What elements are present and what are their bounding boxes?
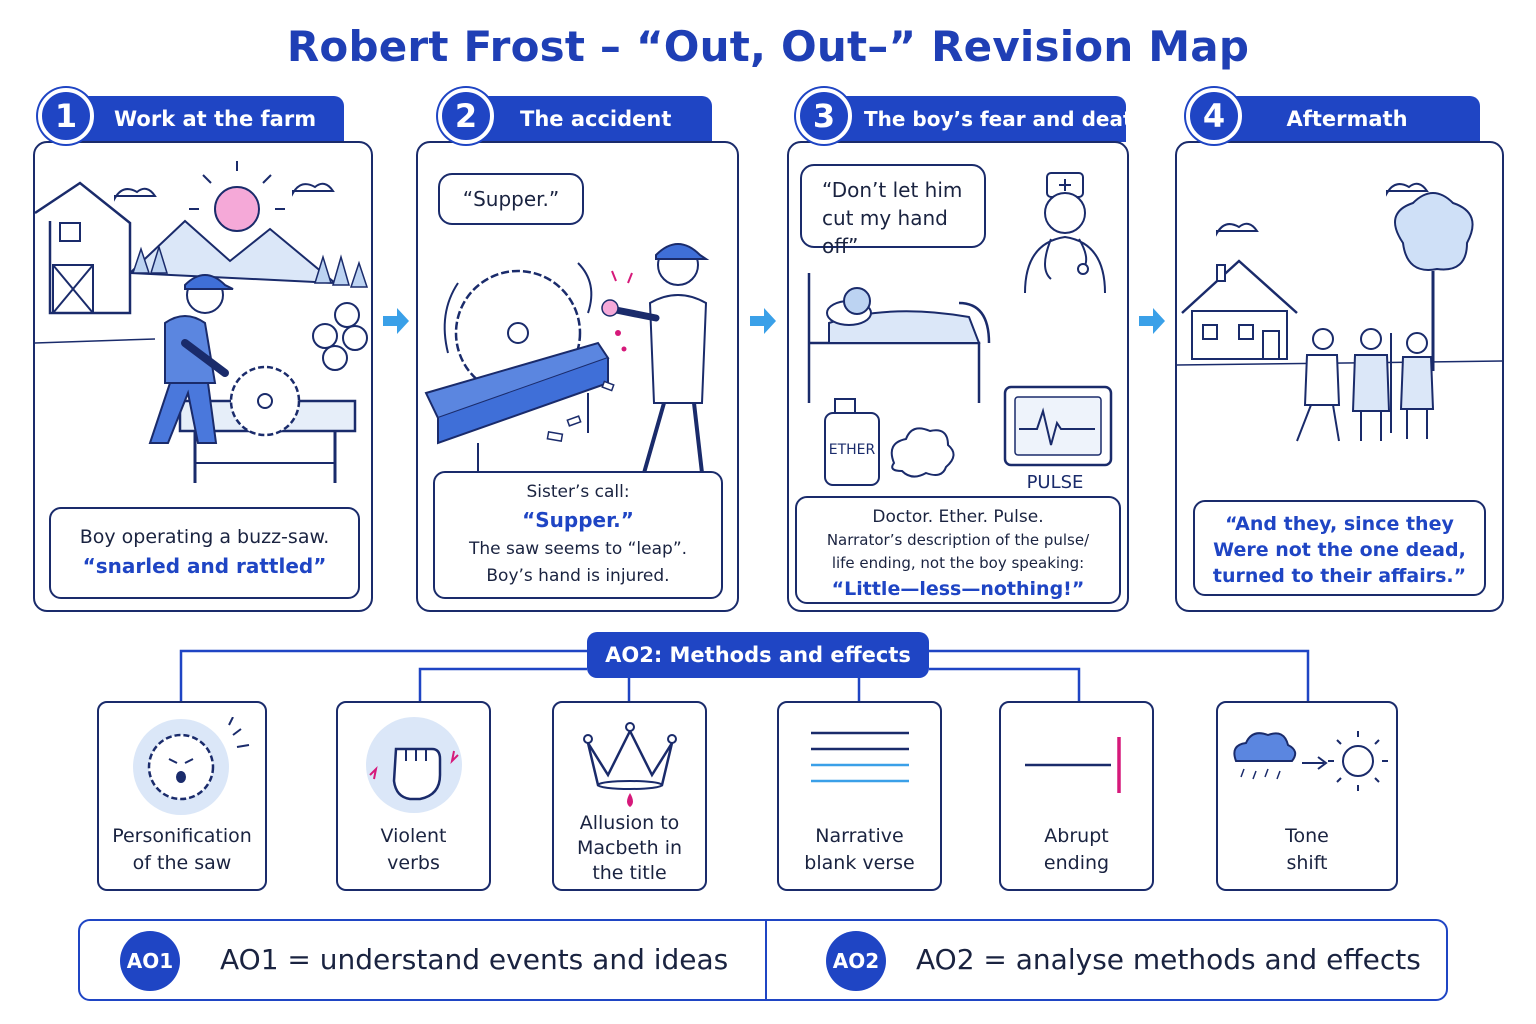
flow-arrow-icon <box>1139 308 1165 334</box>
method-5-line2: ending <box>1043 852 1110 874</box>
line-stop-icon <box>1025 737 1121 793</box>
ao1-definition: AO1 = understand events and ideas <box>220 943 729 976</box>
step-4-quote-line1: “And they, since they <box>1225 513 1454 535</box>
step-1-panel: Boy operating a buzz-saw. “snarled and r… <box>33 141 373 612</box>
step-3-number: 3 <box>796 88 852 144</box>
step-3-caption: Doctor. Ether. Pulse. Narrator’s descrip… <box>795 496 1121 604</box>
step-2-panel: “Supper.” Sister’s call: “Supper.” The s… <box>416 141 739 612</box>
step-3-heading: The boy’s fear and death <box>864 107 1147 131</box>
page-title: Robert Frost – “Out, Out–” Revision Map <box>286 22 1250 71</box>
step-4-heading-tab: Aftermath <box>1214 96 1480 142</box>
step-1-caption-quote: “snarled and rattled” <box>82 554 327 578</box>
step-3-caption-line1: Doctor. Ether. Pulse. <box>872 507 1044 527</box>
method-3-line3: the title <box>592 862 667 884</box>
method-violent-verbs: Violent verbs <box>336 701 491 891</box>
step-1-number: 1 <box>38 88 94 144</box>
method-4-line2: blank verse <box>804 852 915 874</box>
accident-scene-illustration <box>424 243 710 483</box>
step-4-heading: Aftermath <box>1286 107 1408 131</box>
hospital-scene-illustration: ETHER PULSE <box>807 172 1113 493</box>
step-2-speech-bubble: “Supper.” <box>438 173 584 225</box>
step-3-speech-bubble: “Don’t let him cut my hand off” <box>800 164 986 258</box>
method-2-line1: Violent <box>380 825 447 847</box>
method-abrupt-ending: Abrupt ending <box>999 701 1154 891</box>
step-4-caption: “And they, since they Were not the one d… <box>1193 500 1486 596</box>
assessment-legend: AO1 AO1 = understand events and ideas AO… <box>78 919 1448 1001</box>
method-tone-shift: Tone shift <box>1216 701 1398 891</box>
fist-icon <box>366 717 462 813</box>
method-personification: Personification of the saw <box>97 701 267 891</box>
ao1-badge: AO1 <box>120 931 180 991</box>
method-6-line1: Tone <box>1285 825 1329 847</box>
farm-scene-illustration <box>35 161 369 483</box>
step-2-number: 2 <box>438 88 494 144</box>
flow-arrow-icon <box>383 308 409 334</box>
step-3-bubble-line2: cut my hand off” <box>822 206 948 258</box>
step-1-caption-text: Boy operating a buzz-saw. <box>79 526 330 548</box>
method-1-line1: Personification <box>112 825 252 847</box>
step-1-heading-tab: Work at the farm <box>70 96 344 142</box>
method-blank-verse: Narrative blank verse <box>777 701 942 891</box>
step-3-caption-quote: “Little—less—nothing!” <box>831 578 1085 600</box>
step-2-caption-line2: The saw seems to “leap”. <box>468 539 688 559</box>
method-1-line2: of the saw <box>132 852 232 874</box>
method-macbeth-allusion: Allusion to Macbeth in the title <box>552 701 707 891</box>
method-2-line2: verbs <box>387 852 440 874</box>
step-2-caption-line1: Sister’s call: <box>526 482 630 502</box>
flow-arrow-icon <box>750 308 776 334</box>
step-4-quote-line2: Were not the one dead, <box>1213 539 1466 561</box>
step-2-heading: The accident <box>520 107 672 131</box>
cloud-to-sun-icon <box>1233 731 1388 791</box>
ao2-definition: AO2 = analyse methods and effects <box>916 943 1421 976</box>
step-1-heading: Work at the farm <box>114 107 317 131</box>
aftermath-scene-illustration <box>1177 182 1502 442</box>
crown-icon <box>583 722 677 807</box>
ether-bottle-label: ETHER <box>829 442 876 458</box>
step-4-number: 4 <box>1186 88 1242 144</box>
lines-icon <box>811 731 909 783</box>
method-3-line2: Macbeth in <box>576 837 683 859</box>
method-6-line2: shift <box>1286 852 1328 874</box>
step-2-caption: Sister’s call: “Supper.” The saw seems t… <box>433 471 723 599</box>
step-4-quote-line3: turned to their affairs.” <box>1212 565 1467 587</box>
step-3-bubble-line1: “Don’t let him <box>822 178 963 202</box>
pulse-monitor-label: PULSE <box>1027 472 1084 493</box>
step-2-caption-quote: “Supper.” <box>522 508 634 532</box>
methods-header: AO2: Methods and effects <box>587 632 929 678</box>
ao2-badge: AO2 <box>826 931 886 991</box>
method-3-line1: Allusion to <box>579 812 680 834</box>
legend-divider <box>765 921 767 999</box>
step-3-caption-line2: Narrator’s description of the pulse/ <box>826 531 1090 549</box>
step-1-caption: Boy operating a buzz-saw. “snarled and r… <box>49 507 360 599</box>
method-5-line1: Abrupt <box>1044 825 1109 847</box>
step-2-caption-line3: Boy’s hand is injured. <box>486 566 670 586</box>
step-3-heading-tab: The boy’s fear and death <box>826 96 1147 142</box>
step-2-heading-tab: The accident <box>470 96 712 142</box>
saw-face-icon <box>133 717 250 815</box>
step-3-panel: ETHER PULSE “Don’t let him cut my hand o… <box>787 141 1129 612</box>
step-3-caption-line3: life ending, not the boy speaking: <box>831 554 1085 572</box>
method-4-line1: Narrative <box>815 825 904 847</box>
step-4-panel: “And they, since they Were not the one d… <box>1175 141 1504 612</box>
